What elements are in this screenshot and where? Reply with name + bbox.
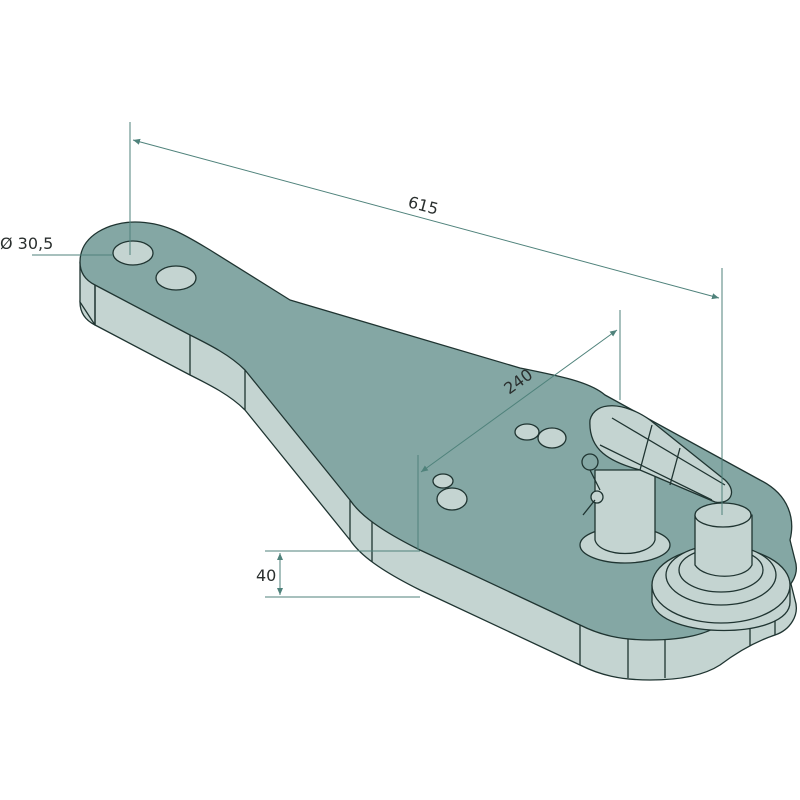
hole-diameter-label: Ø 30,5 (0, 234, 54, 253)
dimension-lines (32, 122, 723, 598)
coupling-ball-pin (651, 502, 791, 632)
thickness-dimension-label: 40 (256, 566, 277, 585)
locking-pin (579, 405, 733, 564)
